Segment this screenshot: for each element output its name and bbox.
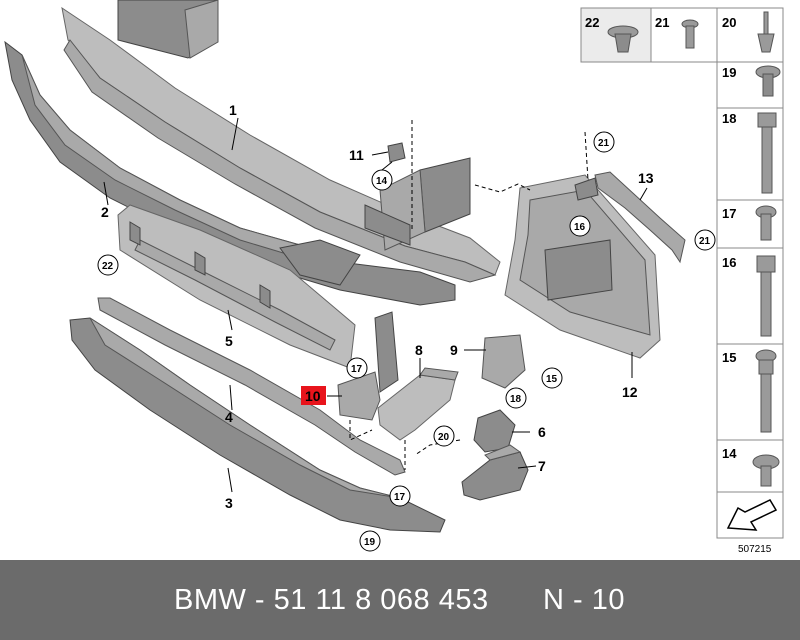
circled-callout-17-upper: 17	[346, 357, 368, 379]
part-number: BMW - 51 11 8 068 453	[174, 584, 489, 616]
circled-callout-22: 22	[97, 254, 119, 276]
fastener-cell-21	[650, 7, 718, 63]
long-hex-bolt-icon	[756, 255, 776, 337]
callout-labels: 1 2 3 4 5 6 7 8 9 10 11 12 13	[101, 102, 654, 511]
part-number-footer: BMW - 51 11 8 068 453 N - 10	[0, 560, 800, 640]
callout-2: 2	[101, 204, 109, 220]
circled-callouts: 14 15 16 17 17 18 19 20	[97, 131, 716, 552]
callout-13: 13	[638, 170, 654, 186]
circled-callout-21-upper: 21	[593, 131, 615, 153]
hex-bolt-icon	[757, 112, 777, 194]
circled-callout-21-lower: 21	[694, 229, 716, 251]
parts-diagram: 1 2 3 4 5 6 7 8 9 10 11 12 13 14 15 16 1…	[4, 0, 784, 555]
fastener-label-14: 14	[722, 446, 737, 461]
fastener-label-16: 16	[722, 255, 736, 270]
callout-6: 6	[538, 424, 546, 440]
part-4-rail	[97, 297, 406, 476]
circled-callout-17-lower: 17	[389, 485, 411, 507]
svg-text:14: 14	[376, 176, 388, 187]
fastener-label-20: 20	[722, 15, 736, 30]
part-9-bracket	[481, 334, 526, 389]
fastener-label-19: 19	[722, 65, 736, 80]
part-10-bracket	[337, 311, 399, 421]
screw-icon	[681, 19, 699, 49]
part-8-support	[377, 367, 459, 441]
svg-text:19: 19	[364, 537, 376, 548]
collar-screw-icon	[755, 349, 777, 433]
hex-flange-screw-icon	[752, 454, 780, 487]
part-7-damper	[461, 444, 529, 501]
svg-text:21: 21	[699, 236, 711, 247]
circled-callout-16: 16	[569, 215, 591, 237]
fastener-label-18: 18	[722, 111, 736, 126]
callout-12: 12	[622, 384, 638, 400]
fastener-label-22: 22	[585, 15, 599, 30]
part-5-lower-frame	[117, 204, 356, 369]
fastener-panel-top: 22 21 20	[580, 7, 784, 63]
circled-callout-19: 19	[359, 530, 381, 552]
rivet-icon	[757, 11, 775, 53]
torx-screw-icon	[755, 205, 777, 241]
fastener-panel-side: 19 18 17 16 15 14	[716, 61, 784, 555]
expansion-nut-icon	[607, 25, 639, 53]
fastener-label-17: 17	[722, 206, 736, 221]
callout-9: 9	[450, 342, 458, 358]
svg-text:16: 16	[574, 222, 586, 233]
circled-callout-14: 14	[371, 169, 393, 191]
svg-text:17: 17	[394, 492, 406, 503]
direction-arrow-icon	[726, 499, 778, 531]
page-reference: N - 10	[543, 584, 625, 616]
image-id: 507215	[738, 544, 772, 555]
callout-5: 5	[225, 333, 233, 349]
callout-3: 3	[225, 495, 233, 511]
callout-8: 8	[415, 342, 423, 358]
fastener-cell-14	[716, 439, 784, 493]
svg-text:15: 15	[546, 374, 558, 385]
fastener-label-15: 15	[722, 350, 736, 365]
svg-text:21: 21	[598, 138, 610, 149]
callout-11: 11	[349, 147, 364, 163]
callout-10-highlight	[301, 386, 326, 405]
callout-7: 7	[538, 458, 546, 474]
svg-text:20: 20	[438, 432, 450, 443]
part-13-mount-arm	[594, 171, 686, 264]
fastener-label-21: 21	[655, 15, 669, 30]
svg-text:17: 17	[351, 364, 363, 375]
circled-callout-20: 20	[433, 425, 455, 447]
part-12-bracket-frame	[504, 174, 661, 359]
leader-lines	[103, 117, 648, 493]
callout-4: 4	[225, 409, 233, 425]
part-11-clip	[387, 142, 406, 163]
part-1-bumper-carrier	[61, 0, 501, 283]
callout-10: 10	[305, 388, 321, 404]
callout-1: 1	[229, 102, 237, 118]
svg-text:22: 22	[102, 261, 114, 272]
circled-callout-15: 15	[541, 367, 563, 389]
svg-text:18: 18	[510, 394, 522, 405]
flange-nut-icon	[755, 65, 781, 97]
circled-callout-18: 18	[505, 387, 527, 409]
